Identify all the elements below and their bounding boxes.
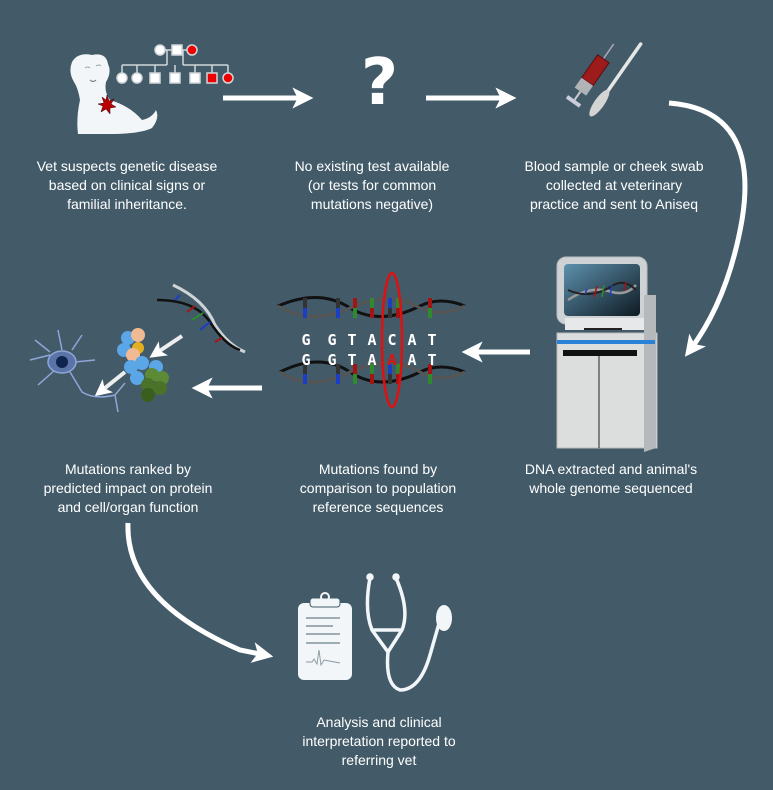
dna-helix-icon — [156, 283, 246, 354]
sequence-base: T — [347, 351, 356, 369]
base-pair-bar — [336, 308, 340, 318]
protein-icon — [117, 328, 169, 402]
step-caption-sample: Blood sample or cheek swab collected at … — [494, 157, 734, 214]
arrow-6-to-7 — [125, 522, 274, 663]
base-pair-bar — [370, 364, 374, 374]
caption-line: predicted impact on protein — [43, 480, 213, 496]
base-pair-bar — [353, 374, 357, 384]
base-pair-bar — [396, 364, 400, 374]
clipboard-icon — [298, 592, 352, 680]
base-pair-bar — [428, 308, 432, 318]
sequence-base: G — [301, 331, 310, 349]
base-pair-bar — [388, 364, 392, 374]
base-pair-bar — [396, 374, 400, 384]
base-pair-bar — [336, 364, 340, 374]
caption-line: Blood sample or cheek swab — [524, 158, 704, 174]
question-icon: ? — [361, 46, 399, 120]
syringe-icon — [565, 43, 615, 108]
sequence-base: A — [367, 351, 376, 369]
base-pair-bar — [303, 298, 307, 308]
caption-line: Analysis and clinical — [316, 714, 442, 730]
step-caption-sequence: DNA extracted and animal's whole genome … — [491, 460, 731, 498]
sequence-base: G — [327, 351, 336, 369]
base-pair-bar — [388, 374, 392, 384]
base-pair-bar — [388, 298, 392, 308]
base-pair-bar — [370, 298, 374, 308]
step-caption-suspect: Vet suspects genetic disease based on cl… — [7, 157, 247, 214]
sequence-base: G — [327, 331, 336, 349]
base-pair-bar — [336, 298, 340, 308]
swab-icon — [589, 42, 643, 117]
caption-line: DNA extracted and animal's — [524, 461, 698, 477]
base-pair-bar — [303, 308, 307, 318]
base-pair-bar — [396, 308, 400, 318]
caption-line: reference sequences — [312, 499, 444, 515]
caption-line: collected at veterinary — [545, 177, 683, 193]
base-pair-bar — [396, 298, 400, 308]
step-caption-report: Analysis and clinical interpretation rep… — [259, 713, 499, 770]
base-pair-bar — [353, 364, 357, 374]
step-caption-rank: Mutations ranked by predicted impact on … — [8, 460, 248, 517]
step-caption-compare: Mutations found by comparison to populat… — [258, 460, 498, 517]
base-pair-bar — [370, 374, 374, 384]
sequence-base: T — [427, 331, 436, 349]
base-pair-bar — [428, 298, 432, 308]
caption-line: interpretation reported to — [302, 733, 456, 749]
caption-line: based on clinical signs or — [48, 177, 206, 193]
mutated-base: A — [387, 351, 396, 369]
caption-line: whole genome sequenced — [529, 480, 693, 496]
mutation-highlight — [380, 271, 404, 409]
base-pair-bar — [303, 364, 307, 374]
caption-line: Mutations found by — [318, 461, 438, 477]
dog-icon — [70, 54, 158, 134]
sequence-base: A — [407, 331, 416, 349]
caption-line: referring vet — [341, 752, 417, 768]
caption-line: (or tests for common — [307, 177, 437, 193]
base-pair-bar — [353, 298, 357, 308]
caption-line: practice and sent to Aniseq — [529, 196, 699, 212]
step-caption-no-test: No existing test available (or tests for… — [252, 157, 492, 214]
sequence-base: A — [367, 331, 376, 349]
arrow-protein-to-neuron — [94, 370, 127, 397]
base-pair-bar — [428, 364, 432, 374]
sequence-base: A — [407, 351, 416, 369]
caption-line: mutations negative) — [310, 196, 434, 212]
base-pair-bar — [370, 308, 374, 318]
sequence-base: T — [427, 351, 436, 369]
arrow-3-to-4 — [668, 100, 748, 357]
caption-line: Mutations ranked by — [64, 461, 192, 477]
caption-line: comparison to population — [299, 480, 457, 496]
base-pair-bar — [353, 308, 357, 318]
sequence-base: C — [387, 331, 396, 349]
arrow-dna-to-protein — [149, 334, 184, 358]
sequence-base: G — [301, 351, 310, 369]
base-pair-bar — [336, 374, 340, 384]
neuron-icon — [29, 329, 126, 413]
base-pair-bar — [428, 374, 432, 384]
sequence-base: T — [347, 331, 356, 349]
stethoscope-icon — [365, 573, 452, 692]
caption-line: No existing test available — [294, 158, 450, 174]
caption-line: familial inheritance. — [67, 196, 187, 212]
base-pair-bar — [388, 308, 392, 318]
base-pair-bar — [303, 374, 307, 384]
sequencer-icon — [556, 256, 658, 452]
caption-line: and cell/organ function — [57, 499, 199, 515]
caption-line: Vet suspects genetic disease — [36, 158, 218, 174]
pedigree-icon — [116, 44, 234, 84]
